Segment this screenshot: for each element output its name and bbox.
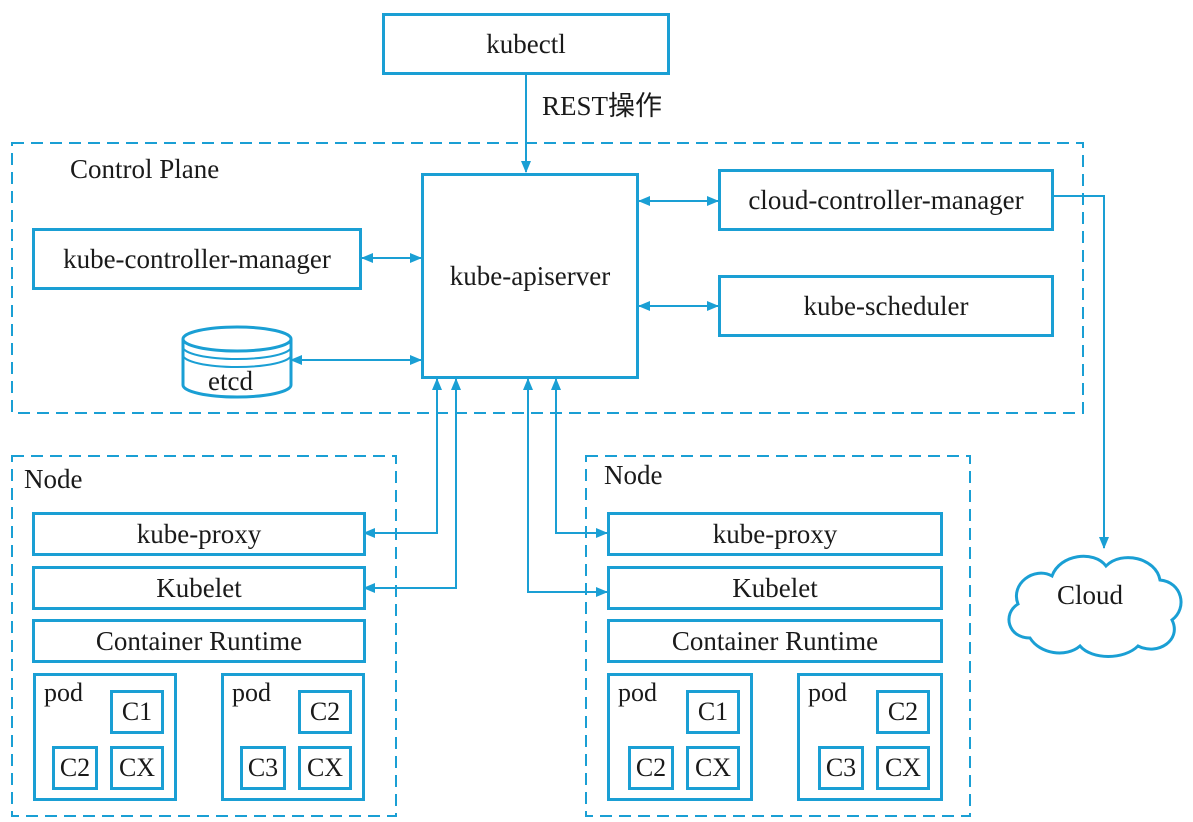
- container-box: CX: [110, 746, 164, 790]
- node-2-kubelet-box: Kubelet: [607, 566, 943, 610]
- node-1-kubelet-label: Kubelet: [156, 572, 242, 603]
- pod-label: pod: [44, 678, 83, 707]
- container-label: C2: [59, 753, 91, 782]
- container-box: CX: [876, 746, 930, 790]
- node-1-kube-proxy-label: kube-proxy: [136, 518, 262, 549]
- container-label: C1: [121, 697, 153, 726]
- kubectl-box: kubectl: [382, 13, 670, 75]
- pod-label: pod: [618, 678, 657, 707]
- container-box: C3: [240, 746, 286, 790]
- node2-kube-proxy-arrow: [551, 378, 608, 538]
- container-box: C1: [686, 690, 740, 734]
- kube-controller-manager-label: kube-controller-manager: [63, 243, 331, 274]
- kube-controller-manager-box: kube-controller-manager: [32, 228, 362, 290]
- container-label: C2: [887, 697, 919, 726]
- control-plane-label: Control Plane: [70, 154, 220, 184]
- container-label: CX: [306, 753, 344, 782]
- container-label: C1: [697, 697, 729, 726]
- node-2-kube-proxy-box: kube-proxy: [607, 512, 943, 556]
- kubectl-label: kubectl: [486, 28, 566, 59]
- kube-scheduler-box: kube-scheduler: [718, 275, 1054, 337]
- container-box: CX: [298, 746, 352, 790]
- node-2-container-runtime-label: Container Runtime: [671, 625, 879, 656]
- rest-operation-label: REST操作: [542, 91, 663, 121]
- cloud-controller-manager-label: cloud-controller-manager: [748, 184, 1024, 215]
- container-label: C2: [309, 697, 341, 726]
- node2-kubelet-arrow: [523, 378, 608, 597]
- node-2-pod-1: pod C1 C2 CX: [607, 673, 753, 801]
- cloud-label: Cloud: [1057, 580, 1124, 610]
- kube-apiserver-label: kube-apiserver: [449, 260, 611, 291]
- container-box: C2: [628, 746, 674, 790]
- container-box: C2: [52, 746, 98, 790]
- kube-apiserver-box: kube-apiserver: [421, 173, 639, 379]
- container-label: CX: [118, 753, 156, 782]
- node-2-pod-2: pod C2 C3 CX: [797, 673, 943, 801]
- container-box: C1: [110, 690, 164, 734]
- node1-kube-proxy-arrow: [363, 378, 442, 538]
- kube-scheduler-label: kube-scheduler: [803, 290, 969, 321]
- node-2-kubelet-label: Kubelet: [732, 572, 818, 603]
- container-label: CX: [694, 753, 732, 782]
- node-2-kube-proxy-label: kube-proxy: [712, 518, 838, 549]
- node-2-container-runtime-box: Container Runtime: [607, 619, 943, 663]
- container-box: C2: [298, 690, 352, 734]
- container-box: CX: [686, 746, 740, 790]
- node-1-kube-proxy-box: kube-proxy: [32, 512, 366, 556]
- node-1-pod-2: pod C2 C3 CX: [221, 673, 365, 801]
- node1-kubelet-arrow: [363, 378, 461, 593]
- container-box: C2: [876, 690, 930, 734]
- node-1-kubelet-box: Kubelet: [32, 566, 366, 610]
- pod-label: pod: [232, 678, 271, 707]
- cloud-controller-manager-box: cloud-controller-manager: [718, 169, 1054, 231]
- node-1-label: Node: [24, 464, 83, 494]
- etcd-label: etcd: [208, 366, 253, 396]
- container-box: C3: [818, 746, 864, 790]
- node-1-container-runtime-label: Container Runtime: [95, 625, 303, 656]
- node-2-label: Node: [604, 460, 663, 490]
- pod-label: pod: [808, 678, 847, 707]
- node-1-container-runtime-box: Container Runtime: [32, 619, 366, 663]
- container-label: C3: [247, 753, 279, 782]
- cloud-controller-to-cloud-arrow: [1054, 195, 1109, 549]
- container-label: C3: [825, 753, 857, 782]
- container-label: C2: [635, 753, 667, 782]
- container-label: CX: [884, 753, 922, 782]
- node-1-pod-1: pod C1 C2 CX: [33, 673, 177, 801]
